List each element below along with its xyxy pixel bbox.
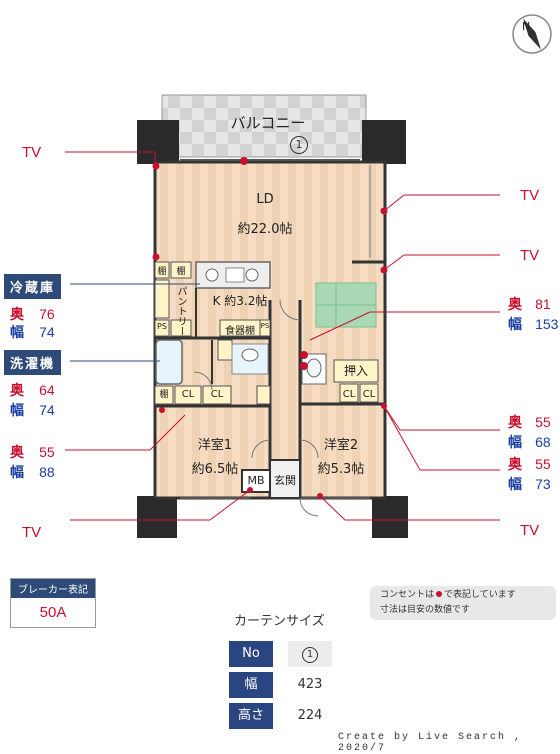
cl-label: CL bbox=[210, 389, 224, 400]
curtain-title: カーテンサイズ bbox=[234, 614, 325, 629]
curtain-label-height: 高さ bbox=[229, 703, 273, 729]
ps-label: PS bbox=[157, 322, 167, 331]
curtain-value-height: 224 bbox=[288, 703, 332, 729]
washer-depth: 奥 64 bbox=[10, 382, 55, 399]
fridge-width: 幅 74 bbox=[10, 324, 55, 341]
tv-label: TV bbox=[520, 522, 540, 539]
tv-label: TV bbox=[22, 524, 42, 541]
outlet-dot-icon bbox=[436, 591, 443, 597]
tv-label: TV bbox=[22, 144, 42, 161]
breaker-value: 50A bbox=[39, 604, 67, 621]
tv-label: TV bbox=[520, 187, 540, 204]
tana-label: 棚 bbox=[176, 267, 186, 277]
tana-label: 棚 bbox=[157, 267, 167, 277]
svg-text:N: N bbox=[522, 20, 530, 33]
oshiire-label: 押入 bbox=[343, 364, 368, 378]
western2-size: 約5.3帖 bbox=[317, 462, 365, 477]
breaker-title: ブレーカー表記 bbox=[11, 579, 95, 598]
note-box: コンセントはで表記しています 寸法は目安の数値です bbox=[370, 586, 556, 620]
curtain-value-no: 1 bbox=[288, 641, 332, 667]
fridge-badge: 冷蔵庫 bbox=[4, 274, 62, 299]
right-mid-depth: 奥 55 bbox=[508, 414, 551, 431]
ld-label: LD bbox=[256, 192, 274, 207]
right-top-depth: 奥 81 bbox=[508, 296, 551, 313]
note-line2: 寸法は目安の数値です bbox=[380, 605, 471, 615]
floor-plan bbox=[65, 94, 500, 538]
cl-label: CL bbox=[362, 389, 376, 400]
ld-size: 約22.0帖 bbox=[237, 222, 293, 237]
right-low-width: 幅 73 bbox=[508, 476, 551, 493]
column bbox=[372, 496, 408, 538]
western1-size: 約6.5帖 bbox=[191, 462, 239, 477]
cl-label: CL bbox=[342, 389, 356, 400]
right-mid-width: 幅 68 bbox=[508, 434, 551, 451]
western1-label: 洋室1 bbox=[197, 438, 233, 453]
column bbox=[137, 120, 179, 164]
balcony-label: バルコニー bbox=[230, 114, 306, 132]
balcony-number: 1 bbox=[290, 136, 308, 154]
breaker-box: ブレーカー表記 50A bbox=[10, 578, 96, 628]
left-extra-depth: 奥 55 bbox=[10, 444, 55, 461]
right-low-depth: 奥 55 bbox=[508, 456, 551, 473]
compass-icon: N bbox=[512, 14, 552, 54]
note-line1: コンセントは bbox=[380, 590, 435, 600]
column bbox=[362, 120, 406, 164]
mb-box bbox=[241, 469, 271, 493]
credit: Create by Live Search , 2020/7 bbox=[338, 732, 523, 754]
tv-label: TV bbox=[520, 247, 540, 264]
mb-label: MB bbox=[247, 474, 265, 487]
fridge-depth: 奥 76 bbox=[10, 306, 55, 323]
column bbox=[137, 496, 177, 538]
ps-label: PS bbox=[260, 322, 270, 330]
curtain-label-width: 幅 bbox=[229, 672, 273, 698]
shokki-label: 食器棚 bbox=[225, 326, 255, 337]
bathtub bbox=[155, 339, 183, 385]
entrance-label: 玄関 bbox=[274, 474, 296, 487]
balcony-area bbox=[161, 94, 367, 158]
note-line1b: で表記しています bbox=[444, 590, 516, 600]
left-extra-width: 幅 88 bbox=[10, 464, 55, 481]
tana-label: 棚 bbox=[159, 390, 169, 400]
cl-label: CL bbox=[181, 389, 195, 400]
kitchen-label: K 約3.2帖 bbox=[212, 294, 268, 308]
pantry-label: パントリー bbox=[175, 286, 186, 336]
western2-label: 洋室2 bbox=[323, 438, 359, 453]
right-top-width: 幅 153 bbox=[508, 316, 559, 333]
washer-badge: 洗濯機 bbox=[4, 350, 62, 375]
curtain-value-width: 423 bbox=[288, 672, 332, 698]
curtain-label-no: No bbox=[229, 641, 273, 667]
washer-width: 幅 74 bbox=[10, 402, 55, 419]
